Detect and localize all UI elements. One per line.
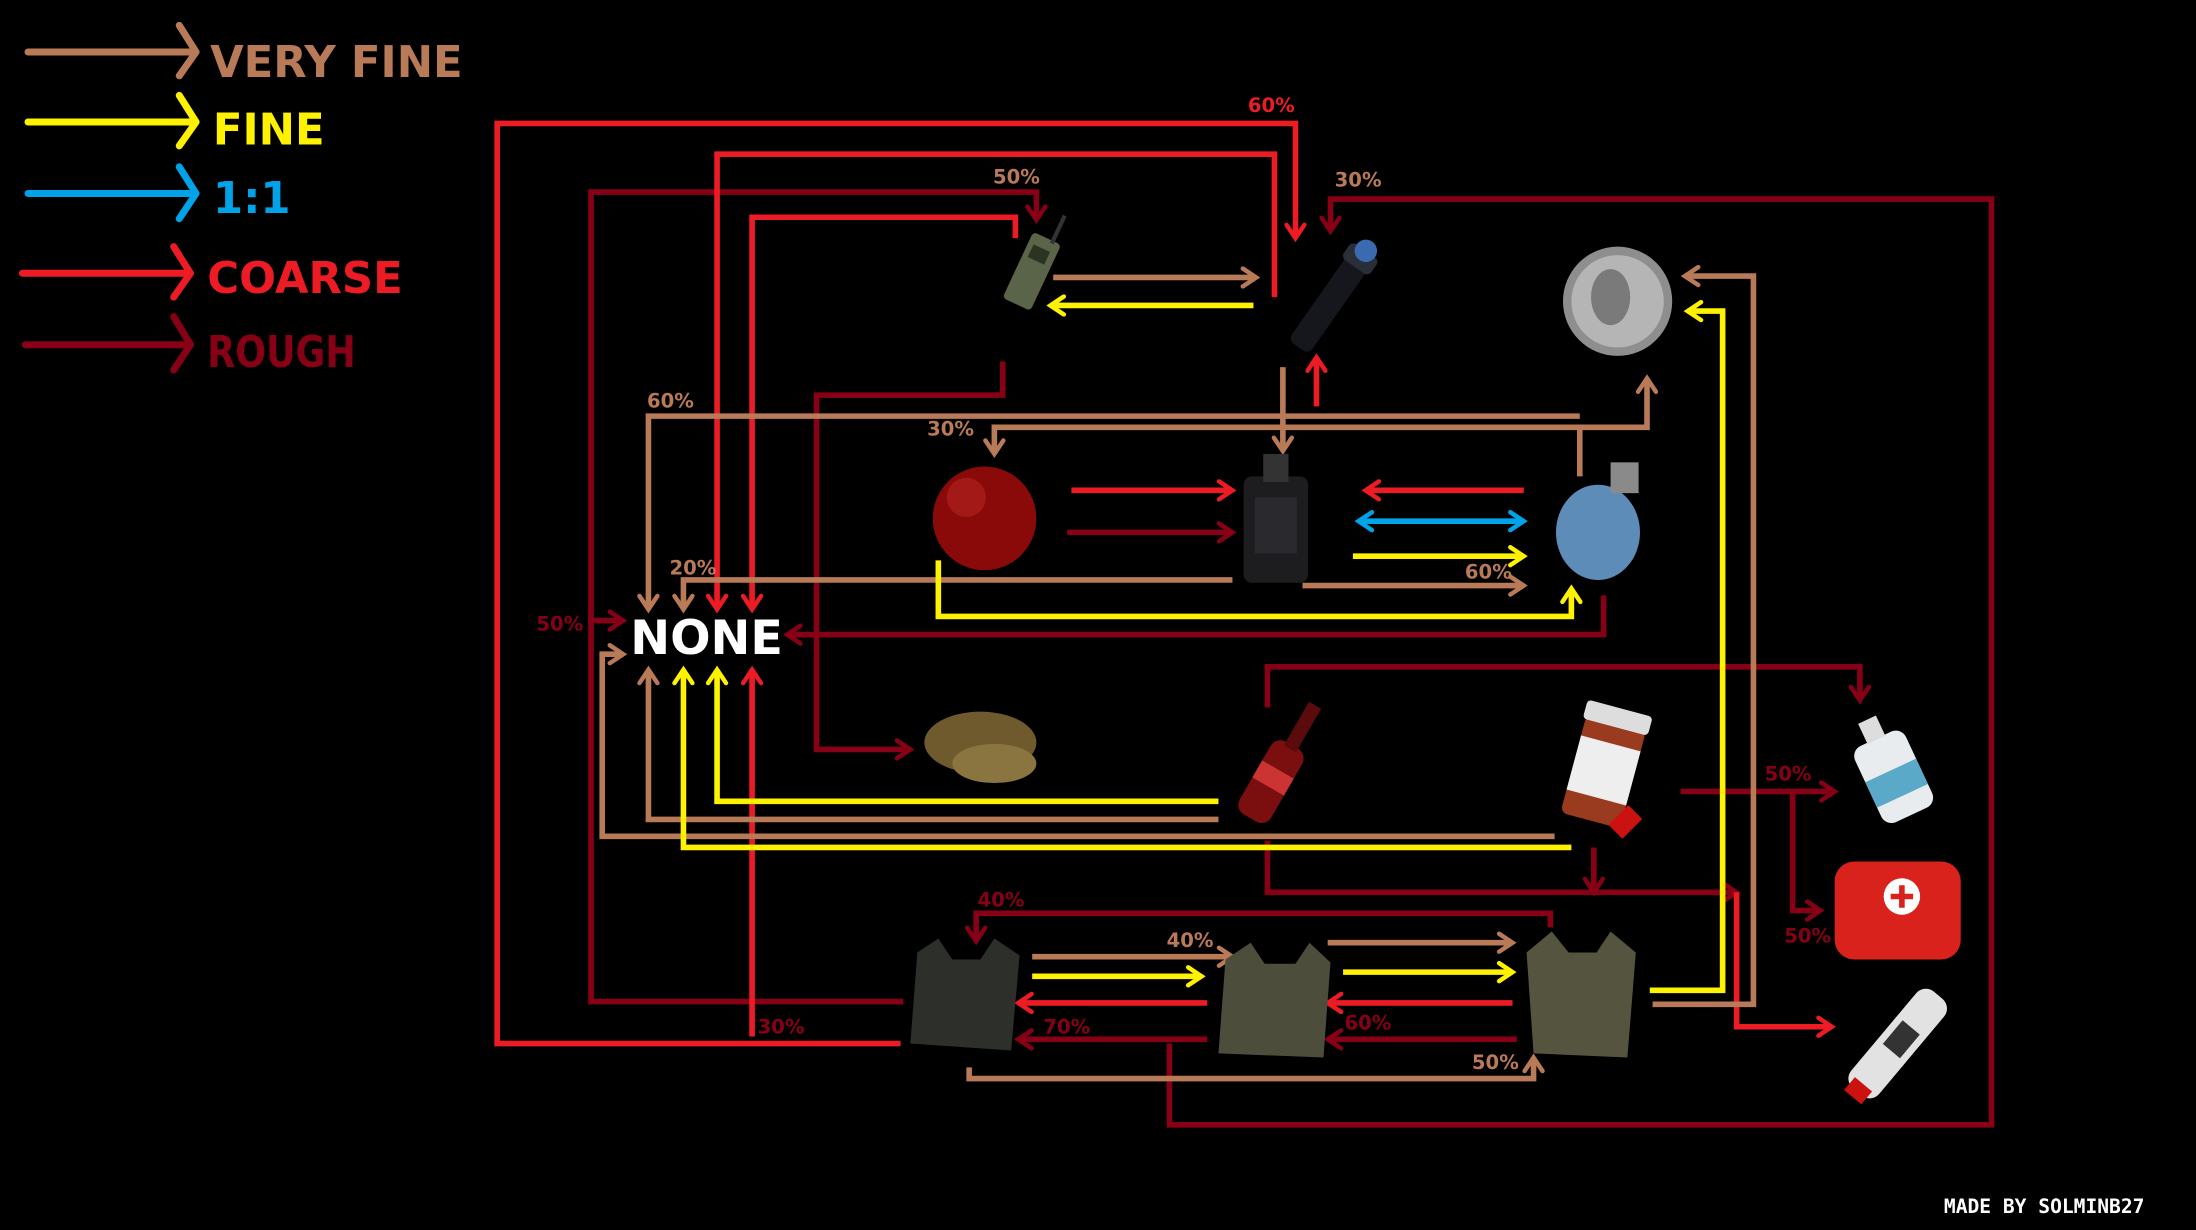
legend-label: 1:1 xyxy=(213,174,291,224)
legend: VERY FINE FINE 1:1 COARSE ROUGH xyxy=(18,21,463,378)
rough-arrow xyxy=(588,189,1048,1005)
blue-grenade-icon xyxy=(1555,462,1640,580)
fine-arrow xyxy=(1649,299,1726,994)
legend-label: ROUGH xyxy=(207,328,355,378)
quarter-coin-icon xyxy=(1562,246,1673,356)
cola-bottle-icon xyxy=(1238,701,1322,824)
rough-arrow xyxy=(783,595,1607,646)
pct-label: 50% xyxy=(1784,925,1831,948)
cap-icon xyxy=(924,711,1037,784)
pct-label: 30% xyxy=(758,1016,805,1039)
legend-label: FINE xyxy=(213,105,325,155)
rough-arrow xyxy=(1166,196,1995,1128)
none-label: NONE xyxy=(630,611,783,666)
flashlight-icon xyxy=(1290,239,1378,352)
pct-label: 20% xyxy=(669,556,716,579)
rough-arrow xyxy=(813,361,1006,761)
percentage-labels: 60% 50% 30% 60% 30% 20% 50% 60% 50% 50% … xyxy=(536,94,1831,1074)
legend-arrow-icon xyxy=(24,91,200,150)
rough-arrow xyxy=(1789,791,1825,922)
pct-label: 50% xyxy=(536,612,583,635)
pct-label: 50% xyxy=(1765,762,1812,785)
credit-text: MADE BY SOLMINB27 xyxy=(1944,1195,2145,1218)
pct-label: 70% xyxy=(1043,1016,1090,1039)
first-aid-kit-icon xyxy=(1834,861,1961,960)
vest-2-icon xyxy=(1218,942,1331,1058)
very-fine-arrow xyxy=(966,1053,1545,1082)
very-fine-arrow xyxy=(637,413,1580,614)
legend-arrow-icon xyxy=(24,21,200,80)
very-fine-arrow xyxy=(599,643,1555,840)
conversion-arrows xyxy=(494,120,1995,1128)
pct-label: 30% xyxy=(1335,168,1382,191)
coarse-arrow xyxy=(705,151,1278,614)
rough-arrow xyxy=(1264,664,1872,708)
fine-arrow xyxy=(672,665,1572,851)
very-fine-arrow xyxy=(672,577,1233,614)
rough-arrow xyxy=(1264,840,1741,904)
legend-arrow-icon xyxy=(18,243,194,301)
very-fine-arrow xyxy=(983,424,1583,477)
legend-very-fine: VERY FINE xyxy=(24,21,463,88)
injector-icon xyxy=(1844,988,1947,1105)
pct-label: 50% xyxy=(993,166,1040,189)
pill-bottle-icon xyxy=(1561,700,1652,839)
pct-label: 60% xyxy=(647,390,694,413)
fine-arrow xyxy=(935,560,1583,620)
very-fine-arrow xyxy=(1579,374,1659,431)
lotion-bottle-icon xyxy=(1854,715,1934,824)
flashbang-icon xyxy=(1243,453,1309,583)
red-ball-icon xyxy=(932,466,1037,571)
vest-1-icon xyxy=(910,938,1020,1051)
pct-label: 50% xyxy=(1472,1051,1519,1074)
coarse-arrow xyxy=(494,120,1307,1047)
vest-3-icon xyxy=(1526,931,1636,1058)
legend-rough: ROUGH xyxy=(21,313,356,378)
pct-label: 60% xyxy=(1248,94,1295,117)
pct-label: 60% xyxy=(1344,1012,1391,1035)
pct-label: 40% xyxy=(1167,929,1214,952)
pct-label: 30% xyxy=(927,418,974,441)
radio-icon xyxy=(1003,214,1067,310)
very-fine-arrow xyxy=(637,665,1219,823)
rough-arrow xyxy=(964,910,1554,946)
pct-label: 40% xyxy=(978,888,1025,911)
fine-arrow xyxy=(705,665,1219,805)
legend-fine: FINE xyxy=(24,91,325,155)
legend-label: COARSE xyxy=(207,254,403,304)
legend-arrow-icon xyxy=(24,163,200,223)
pct-label: 60% xyxy=(1465,561,1512,584)
legend-label: VERY FINE xyxy=(210,38,463,88)
coarse-arrow xyxy=(1733,892,1836,1038)
legend-one-to-one: 1:1 xyxy=(24,163,291,224)
very-fine-arrow xyxy=(1652,264,1757,1008)
legend-coarse: COARSE xyxy=(18,243,403,304)
legend-arrow-icon xyxy=(21,313,194,374)
